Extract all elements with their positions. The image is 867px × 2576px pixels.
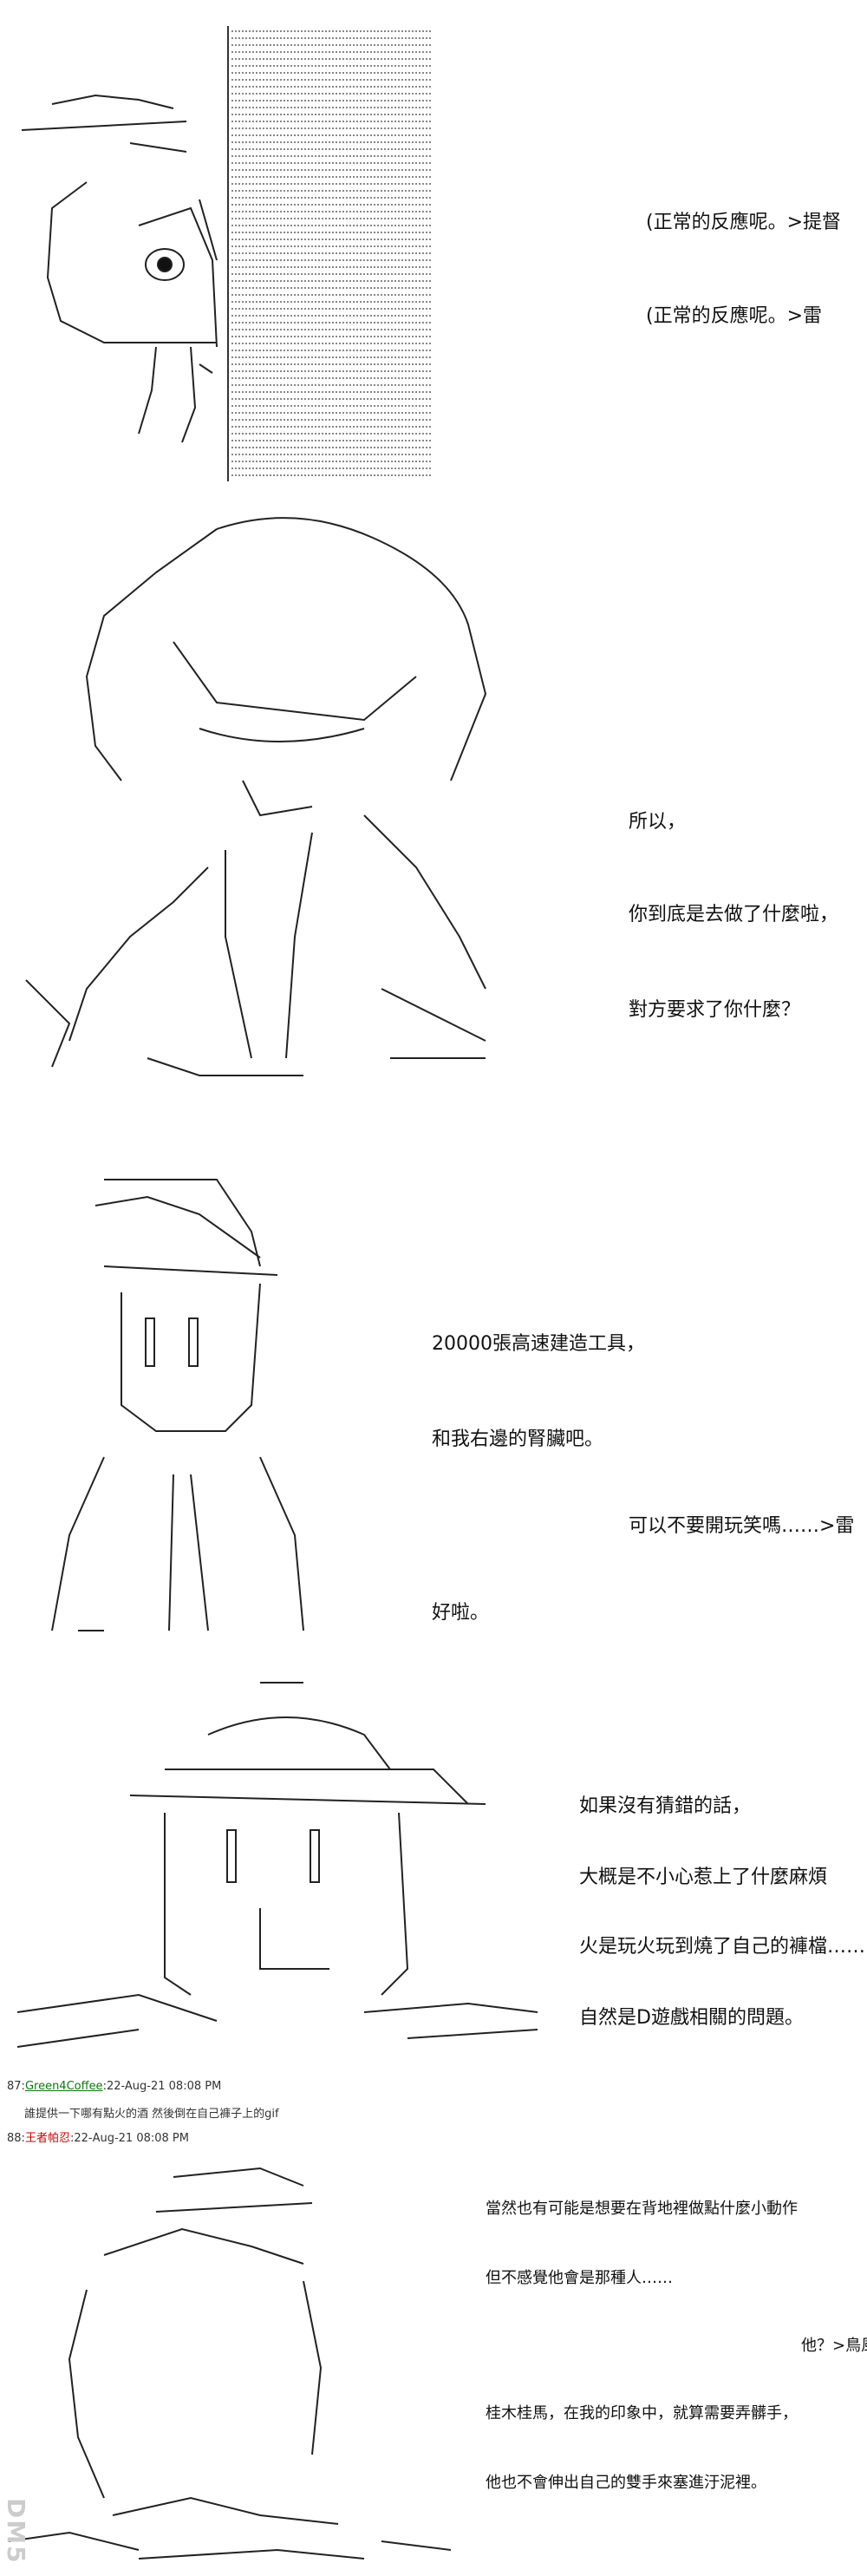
dialog-line: 大概是不小心惹上了什麼麻煩 [579, 1867, 828, 1888]
dialog-line: 20000張高速建造工具， [432, 1333, 645, 1355]
post-date: 22-Aug-21 08:08 PM [74, 2132, 189, 2145]
dialog-line: 你到底是去做了什麼啦， [629, 904, 839, 925]
post-date: 22-Aug-21 08:08 PM [106, 2080, 222, 2093]
dialog-line: (正常的反應呢。>雷 [646, 305, 823, 327]
poster-name[interactable]: 王者帕忍 [24, 2132, 70, 2145]
post-header: 88:王者帕忍:22-Aug-21 08:08 PM [7, 2132, 189, 2145]
dialog-line: 火是玩火玩到燒了自己的褲檔…… [579, 1936, 866, 1958]
dot-pattern [231, 28, 432, 479]
character-art-2 [25, 517, 487, 1076]
panel-2: 所以， 你到底是去做了什麼啦， 對方要求了你什麼？ [0, 503, 867, 1128]
dialog-line: 對方要求了你什麼？ [629, 999, 801, 1021]
panel-4: 如果沒有猜錯的話， 大概是不小心惹上了什麼麻煩 火是玩火玩到燒了自己的褲檔…… … [0, 1682, 867, 2064]
dialog-line: 所以， [629, 811, 687, 833]
dialog-line: 當然也有可能是想要在背地裡做點什麼小動作 [486, 2200, 798, 2218]
poster-name-link[interactable]: Green4Coffee [24, 2080, 103, 2093]
dialog-line: 桂木桂馬，在我的印象中，就算需要弄髒手， [486, 2404, 798, 2422]
post-number: 87 [7, 2080, 22, 2093]
dialog-line: 但不感覺他會是那種人…… [486, 2269, 673, 2287]
dialog-line: (正常的反應呢。>提督 [646, 212, 842, 233]
dialog-line: 可以不要開玩笑嗎……>雷 [629, 1515, 855, 1537]
divider-line [227, 26, 229, 481]
dialog-line: 好啦。 [432, 1602, 490, 1624]
panel-1: (正常的反應呢。>提督 (正常的反應呢。>雷 [0, 0, 867, 486]
dialog-line: 和我右邊的腎臟吧。 [432, 1429, 604, 1450]
dialog-line: 如果沒有猜錯的話， [579, 1795, 752, 1817]
post-number: 88 [7, 2132, 22, 2145]
character-art-3 [51, 1179, 304, 1631]
post-body: 誰提供一下哪有點火的酒 然後倒在自己褲子上的gif [24, 2108, 279, 2121]
post-header: 87:Green4Coffee:22-Aug-21 08:08 PM [7, 2080, 222, 2093]
dialog-line: 他也不會伸出自己的雙手來塞進汙泥裡。 [486, 2474, 766, 2492]
character-art-5 [8, 2167, 452, 2560]
panel-3: 20000張高速建造工具， 和我右邊的腎臟吧。 可以不要開玩笑嗎……>雷 好啦。 [0, 1145, 867, 1665]
panel-5: 當然也有可能是想要在背地裡做點什麼小動作 但不感覺他會是那種人…… 他？>鳥風 … [0, 2151, 867, 2576]
character-art-4 [16, 1682, 538, 2048]
watermark: DM5 [2, 2498, 30, 2565]
dialog-line: 他？>鳥風 [801, 2337, 867, 2355]
dialog-line: 自然是D遊戲相關的問題。 [579, 2007, 804, 2029]
character-art-1 [21, 94, 218, 443]
